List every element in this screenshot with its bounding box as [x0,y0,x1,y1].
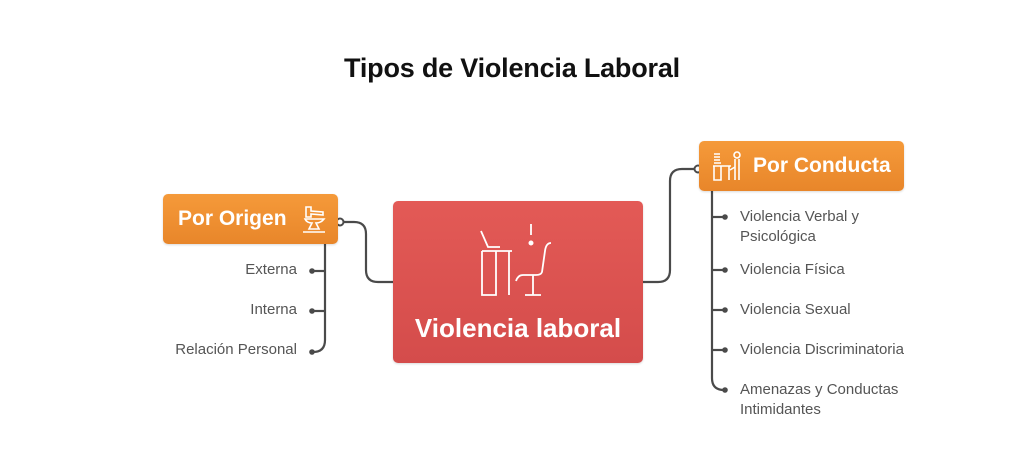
leaf-relacion-personal[interactable]: Relación Personal [175,341,297,358]
office-worker-icon [711,150,743,182]
anvil-icon [299,204,329,234]
leaf-interna[interactable]: Interna [250,301,297,318]
node-label: Por Conducta [753,154,891,177]
leaf-violencia-verbal[interactable]: Violencia Verbal y Psicológica [740,208,859,245]
node-violencia-laboral[interactable]: Violencia laboral [393,201,643,363]
center-label: Violencia laboral [414,313,622,343]
page-title: Tipos de Violencia Laboral [344,53,680,83]
leaf-violencia-discriminatoria[interactable]: Violencia Discriminatoria [740,341,904,358]
node-por-origen[interactable]: Por Origen [163,194,338,244]
desk-chair-alert-icon [478,221,558,306]
leaf-violencia-fisica[interactable]: Violencia Física [740,261,845,278]
leaf-violencia-sexual[interactable]: Violencia Sexual [740,301,851,318]
node-label: Por Origen [178,207,287,230]
leaf-externa[interactable]: Externa [245,261,297,278]
leaf-amenazas[interactable]: Amenazas y Conductas Intimidantes [740,381,899,418]
node-por-conducta[interactable]: Por Conducta [699,141,904,191]
